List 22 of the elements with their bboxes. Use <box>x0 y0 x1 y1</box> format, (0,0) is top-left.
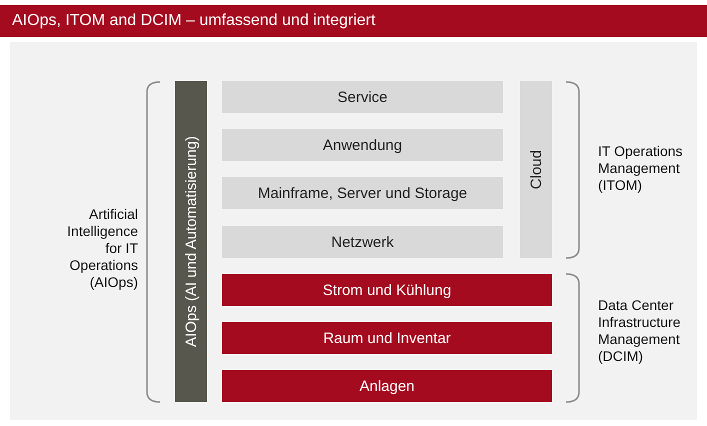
layer-label: Anwendung <box>322 136 402 154</box>
layer-label: Netzwerk <box>331 234 394 250</box>
bracket-label: IT Operations Management (ITOM) <box>598 143 684 194</box>
layer-box <box>222 177 503 209</box>
layer-label: Mainframe, Server und Storage <box>258 184 468 202</box>
layer-box <box>222 81 503 113</box>
layer-label: Strom und Kühlung <box>322 282 452 298</box>
layer-box <box>222 370 552 402</box>
layer-label: Anlagen <box>359 378 415 394</box>
layer-label: Service <box>337 88 388 106</box>
layer-box <box>222 129 503 161</box>
layer-label: Raum und Inventar <box>323 330 451 346</box>
layer-box <box>222 274 552 306</box>
title-bar: AIOps, ITOM and DCIM – umfassend und integriert <box>0 5 707 37</box>
layer-bar <box>520 81 552 258</box>
layer-box <box>222 226 503 258</box>
layer-bar <box>175 81 207 402</box>
bracket-label: Artificial Intelligence for IT Operations (AIOps) <box>66 206 138 291</box>
layer-label: AIOps (AI und Automatisierung) <box>182 136 200 347</box>
bracket-label: Data Center Infrastructure Management (DCIM) <box>598 297 682 365</box>
layer-label: Cloud <box>528 150 544 190</box>
layer-box <box>222 322 552 354</box>
